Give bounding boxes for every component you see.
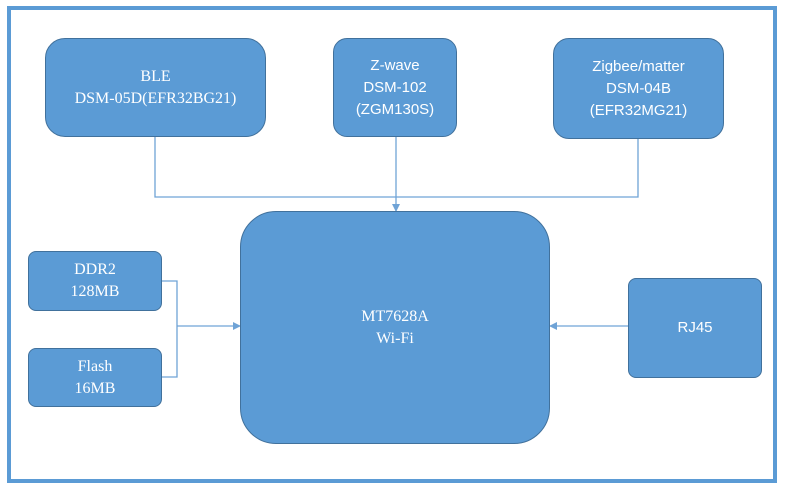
ddr2-memory-type: DDR2 [74,261,116,278]
rj45-port-block: RJ45 [628,278,762,378]
ble-module-part: DSM-05D(EFR32BG21) [74,89,237,107]
zigbee-module-block: Zigbee/matter DSM-04B (EFR32MG21) [553,38,724,139]
zigbee-module-title: Zigbee/matter [592,57,685,75]
ble-module-block: BLE DSM-05D(EFR32BG21) [45,38,266,137]
ble-connector [154,137,396,198]
zwave-module-part: DSM-102 [363,78,427,96]
zigbee-module-chip: (EFR32MG21) [589,101,688,119]
zigbee-connector [396,139,639,198]
mt7628a-chip-name: MT7628A [361,307,429,325]
rj45-port-label: RJ45 [677,319,713,336]
zwave-module-block: Z-wave DSM-102 (ZGM130S) [333,38,457,137]
mt7628a-chip-function: Wi-Fi [376,329,414,347]
ddr2-memory-size: 128MB [70,283,120,300]
ble-module-title: BLE [140,67,171,85]
diagram-frame [7,6,777,483]
flash-memory-type: Flash [77,357,113,375]
flash-memory-block: Flash 16MB [28,348,162,407]
flash-memory-size: 16MB [74,379,116,397]
zwave-module-title: Z-wave [370,56,420,74]
zwave-module-chip: (ZGM130S) [355,100,435,118]
mt7628a-chip-block: MT7628A Wi-Fi [240,211,550,444]
ddr2-connector [162,280,178,378]
ddr2-memory-block: DDR2 128MB [28,251,162,311]
zigbee-module-part: DSM-04B [605,79,672,97]
